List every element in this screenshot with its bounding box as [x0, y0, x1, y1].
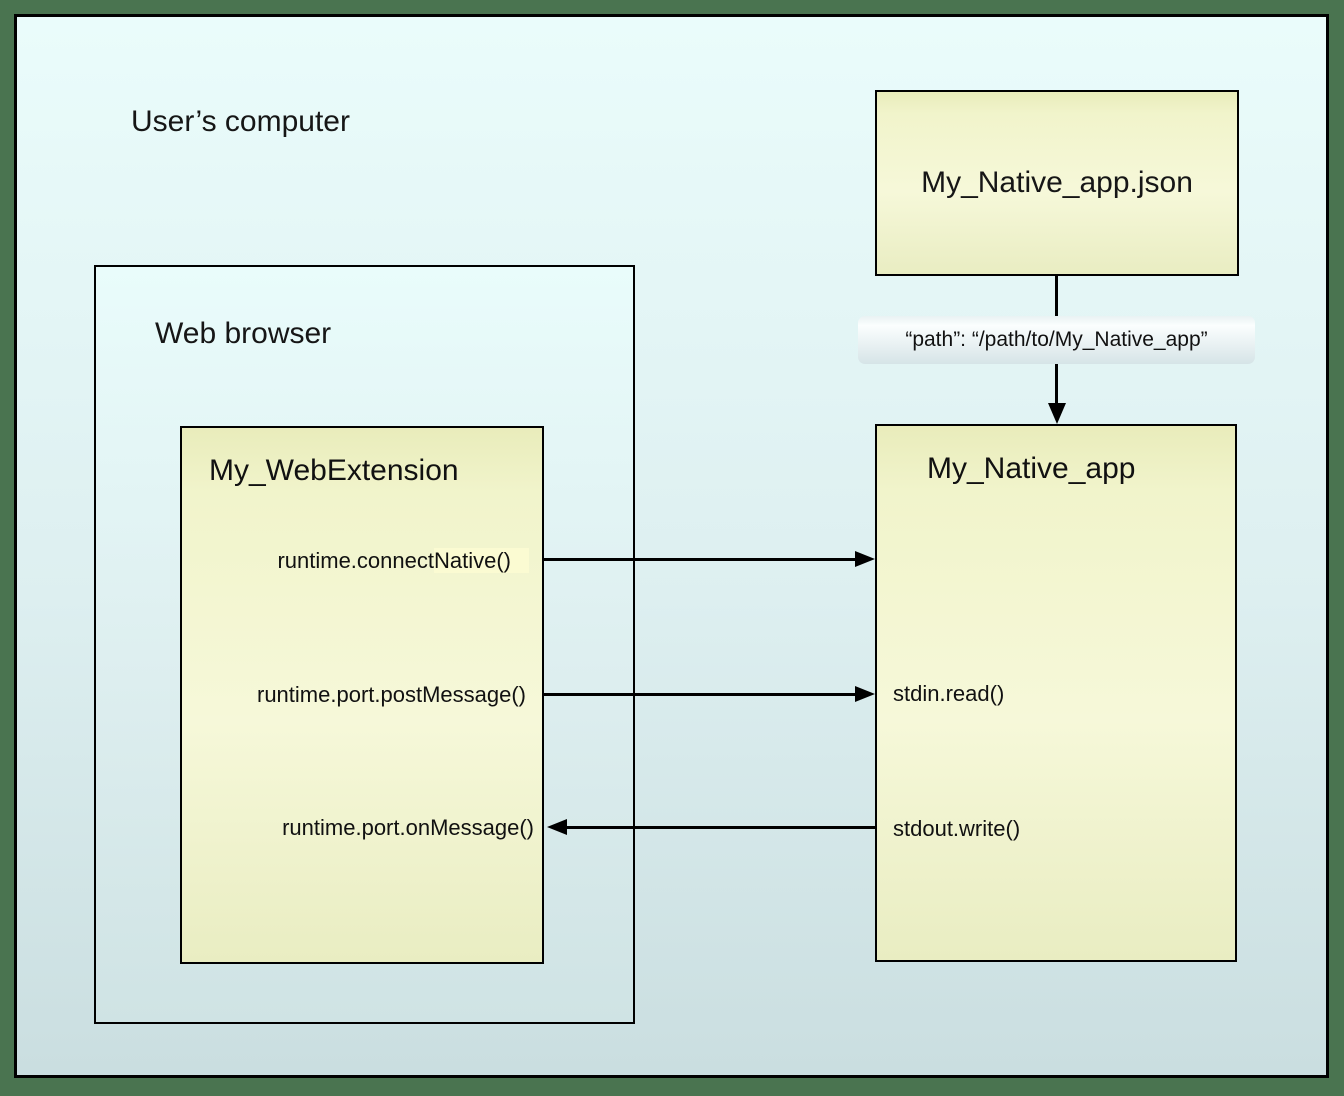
connect-native-label: runtime.connectNative() — [277, 546, 529, 576]
manifest-to-native-arrowhead-icon — [1048, 403, 1066, 424]
manifest-json-box: My_Native_app.json — [875, 90, 1239, 276]
webextension-title: My_WebExtension — [209, 454, 459, 487]
stdout-write-label: stdout.write() — [893, 816, 1021, 841]
manifest-json-title: My_Native_app.json — [921, 166, 1193, 199]
web-browser-box: Web browser My_WebExtension runtime.conn… — [94, 265, 635, 1024]
post-message-arrowhead-icon — [855, 686, 875, 702]
connect-native-arrow-line — [543, 558, 859, 561]
native-app-title: My_Native_app — [927, 452, 1136, 485]
connect-native-prefix: runtime.connect — [277, 548, 434, 573]
connect-native-arrowhead-icon — [855, 551, 875, 567]
web-browser-label: Web browser — [155, 317, 332, 350]
users-computer-label: User’s computer — [131, 105, 350, 138]
connect-native-highlight: Native() — [433, 548, 529, 573]
path-label: “path”: “/path/to/My_Native_app” — [858, 316, 1255, 364]
native-app-box: My_Native_app stdin.read() stdout.write(… — [875, 424, 1237, 962]
stdin-read-label: stdin.read() — [893, 681, 1005, 706]
on-message-label: runtime.port.onMessage() — [282, 815, 534, 840]
webextension-box: My_WebExtension runtime.connectNative() … — [180, 426, 544, 964]
users-computer-box: User’s computer Web browser My_WebExtens… — [14, 14, 1329, 1078]
post-message-arrow-line — [543, 693, 859, 696]
stdout-arrow-line — [565, 826, 875, 829]
stdout-arrowhead-icon — [547, 819, 567, 835]
post-message-label: runtime.port.postMessage() — [257, 682, 526, 707]
